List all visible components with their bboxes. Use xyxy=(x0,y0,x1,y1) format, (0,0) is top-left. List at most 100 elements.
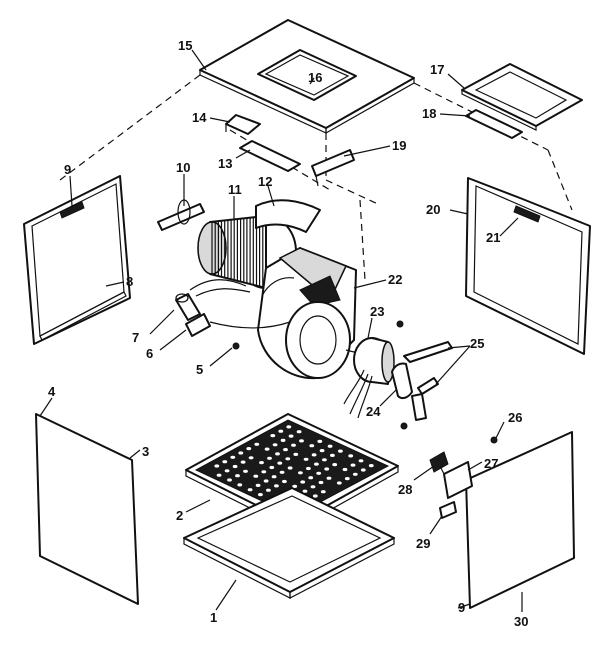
grille-hole xyxy=(324,467,330,471)
grille-hole xyxy=(216,473,222,477)
cutoff-plate xyxy=(255,199,321,233)
mounting-strap xyxy=(157,199,205,231)
leader-lines xyxy=(39,49,523,612)
callout-13: 13 xyxy=(218,156,232,171)
callout-labels: 15 16 17 18 14 13 19 9 10 11 12 20 21 22… xyxy=(48,38,528,629)
grille-hole xyxy=(348,454,354,458)
grille-hole xyxy=(282,479,287,484)
grille-hole xyxy=(291,443,296,447)
grille-hole xyxy=(285,457,291,461)
grille-hole xyxy=(227,478,232,482)
grille-hole xyxy=(240,460,246,464)
capacitor-strap xyxy=(185,313,211,337)
switch-bracket xyxy=(439,461,473,499)
top-bracket xyxy=(225,114,261,135)
grille-hole xyxy=(296,430,302,434)
grille-hole xyxy=(270,434,276,438)
blower-motor xyxy=(343,337,395,419)
grille-hole xyxy=(267,456,272,460)
side-bracket xyxy=(311,149,355,187)
top-panel xyxy=(199,19,415,135)
grille-hole xyxy=(299,439,304,443)
callout-28: 28 xyxy=(398,482,412,497)
grille-hole xyxy=(271,475,277,479)
grille-hole xyxy=(326,476,332,480)
callout-25: 25 xyxy=(470,336,484,351)
grille-hole xyxy=(277,461,283,465)
grille-hole xyxy=(309,444,315,448)
grille-hole xyxy=(338,449,343,453)
callout-17: 17 xyxy=(430,62,444,77)
callout-16: 16 xyxy=(308,70,322,85)
grille-hole xyxy=(350,463,356,467)
grille-hole xyxy=(288,434,294,438)
left-side-panel xyxy=(23,175,131,345)
grille-hole xyxy=(317,439,323,443)
grille-hole xyxy=(232,464,238,469)
callout-2: 2 xyxy=(176,508,183,523)
grille-hole xyxy=(255,483,261,487)
grille-hole xyxy=(344,477,350,481)
callout-9-top: 9 xyxy=(64,162,71,177)
wire-harness xyxy=(189,279,291,329)
grille-hole xyxy=(230,455,236,459)
grille-hole xyxy=(293,452,299,456)
grille-hole xyxy=(275,452,280,456)
base-frame xyxy=(183,487,395,599)
grille-hole xyxy=(314,462,319,466)
grille-hole xyxy=(248,456,254,460)
grille-hole xyxy=(258,493,263,497)
grille-hole xyxy=(259,461,264,465)
grille-hole xyxy=(224,469,230,473)
grille-hole xyxy=(300,480,306,484)
callout-3: 3 xyxy=(142,444,149,459)
grille-hole xyxy=(237,483,243,487)
callout-15: 15 xyxy=(178,38,192,53)
callout-8: 8 xyxy=(126,274,133,289)
callout-12: 12 xyxy=(258,174,272,189)
grille-hole xyxy=(310,485,316,489)
grille-hole xyxy=(287,466,293,470)
grille-hole xyxy=(235,474,240,478)
grille-hole xyxy=(254,442,260,446)
grille-hole xyxy=(320,490,326,494)
callout-19: 19 xyxy=(392,138,406,153)
callout-20: 20 xyxy=(426,202,440,217)
door-switch xyxy=(429,451,449,473)
grille-hole xyxy=(238,451,244,455)
filter-grille xyxy=(185,413,399,532)
grille-hole xyxy=(316,471,322,475)
blower-housing xyxy=(257,247,357,380)
callout-6: 6 xyxy=(146,346,153,361)
grille-hole xyxy=(279,470,285,474)
callout-10: 10 xyxy=(176,160,190,175)
filter-bracket xyxy=(465,109,523,139)
grille-hole xyxy=(311,453,317,457)
callout-7: 7 xyxy=(132,330,139,345)
grille-hole xyxy=(283,448,288,452)
grille-hole xyxy=(269,465,275,470)
callout-23: 23 xyxy=(370,304,384,319)
grille-hole xyxy=(272,443,278,447)
grille-hole xyxy=(274,484,279,488)
grille-hole xyxy=(246,447,252,451)
front-door xyxy=(35,413,139,605)
grille-hole xyxy=(306,466,311,471)
callout-22: 22 xyxy=(388,272,402,287)
grille-hole xyxy=(342,467,348,472)
motor-mount xyxy=(391,362,413,430)
callout-14: 14 xyxy=(192,110,207,125)
rear-door xyxy=(465,431,575,609)
right-side-panel xyxy=(465,177,591,355)
door-screw xyxy=(490,436,498,444)
grille-hole xyxy=(319,449,325,453)
wheel-vanes xyxy=(211,216,267,288)
grille-hole xyxy=(312,494,318,498)
callout-27: 27 xyxy=(484,456,498,471)
grille-hole xyxy=(302,489,308,493)
grille-hole xyxy=(264,447,270,451)
grille-hole xyxy=(298,471,303,475)
grille-hole xyxy=(318,480,324,485)
grille-hole xyxy=(243,469,248,473)
